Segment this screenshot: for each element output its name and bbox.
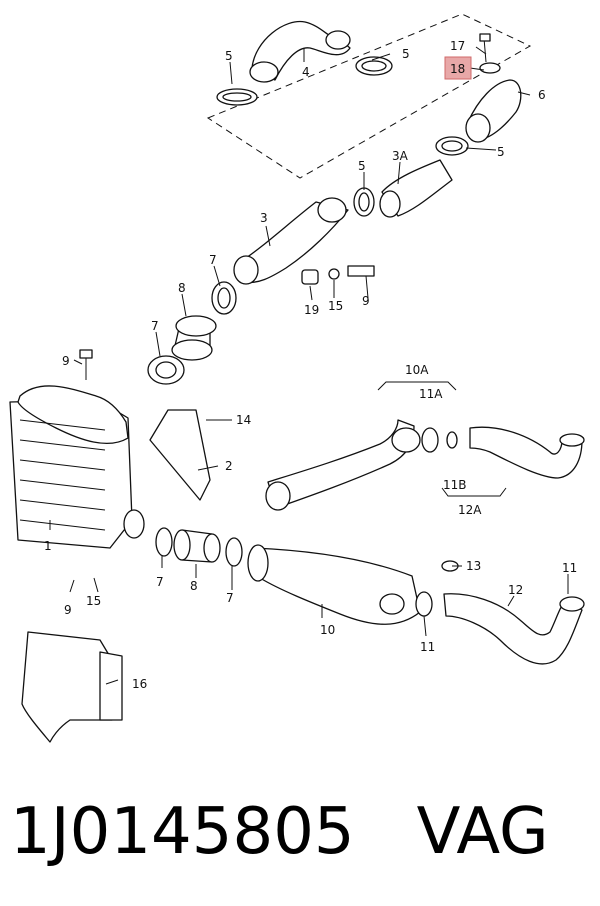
clamp-7-left bbox=[147, 355, 185, 385]
callout-4: 4 bbox=[302, 65, 310, 79]
clamp-5-upper-right bbox=[435, 136, 469, 156]
hose-part-12a bbox=[469, 426, 585, 479]
clamp-5-right bbox=[355, 56, 393, 76]
air-duct-part-16 bbox=[21, 631, 123, 743]
brand-label: VAG bbox=[416, 795, 549, 869]
callout-10a: 10A bbox=[405, 363, 429, 377]
callout-1: 1 bbox=[44, 539, 52, 553]
callout-11: 11 bbox=[420, 640, 435, 654]
bracket-10a bbox=[377, 381, 457, 391]
bracket-part-18 bbox=[479, 62, 501, 74]
callout-10: 10 bbox=[320, 623, 335, 637]
callout-17: 17 bbox=[450, 39, 465, 53]
callout-18: 18 bbox=[450, 62, 465, 76]
clamp-11-lower bbox=[415, 591, 433, 617]
leader-lines bbox=[49, 46, 569, 685]
bracket-part-2 bbox=[149, 409, 211, 501]
bracket-12a bbox=[441, 487, 507, 497]
pipe-part-10 bbox=[247, 544, 421, 625]
part-number: 1J0145805 bbox=[10, 795, 355, 869]
oring-11b bbox=[446, 431, 458, 449]
callout-5: 5 bbox=[225, 49, 233, 63]
callout-3: 3 bbox=[260, 211, 268, 225]
clamp-11a bbox=[421, 427, 439, 453]
callout-7: 7 bbox=[226, 591, 234, 605]
callout-5: 5 bbox=[358, 159, 366, 173]
pipe-part-6 bbox=[465, 79, 522, 143]
callout-3a: 3A bbox=[392, 149, 409, 163]
callout-9: 9 bbox=[64, 603, 72, 617]
callout-9: 9 bbox=[62, 354, 70, 368]
hose-part-3a bbox=[379, 159, 453, 218]
callout-12: 12 bbox=[508, 583, 523, 597]
clamp-7-lower-right bbox=[225, 537, 243, 567]
part-caption: 1J0145805 VAG bbox=[10, 782, 590, 882]
callout-15: 15 bbox=[86, 594, 101, 608]
callout-2: 2 bbox=[225, 459, 233, 473]
clamp-7-lower-left bbox=[155, 527, 173, 557]
callout-14: 14 bbox=[236, 413, 251, 427]
pipe-part-10a bbox=[265, 419, 421, 511]
hose-part-12 bbox=[443, 593, 585, 665]
clamp-5-left bbox=[216, 88, 258, 106]
bolt-part-17 bbox=[479, 33, 491, 63]
sleeve-part-8-lower bbox=[173, 529, 221, 563]
callout-15: 15 bbox=[328, 299, 343, 313]
clamp-7-upper bbox=[211, 281, 237, 315]
callout-8: 8 bbox=[178, 281, 186, 295]
callout-7: 7 bbox=[156, 575, 164, 589]
exploded-parts-diagram: 5 4 5 17 18 6 5 3A 5 3 7 8 7 9 19 15 9 1… bbox=[9, 13, 585, 743]
sleeve-part-8-upper bbox=[171, 315, 217, 361]
clamp-5-mid bbox=[353, 187, 375, 217]
callout-11: 11 bbox=[562, 561, 577, 575]
callout-16: 16 bbox=[132, 677, 147, 691]
bolt-part-9-upper bbox=[79, 349, 93, 380]
callout-5: 5 bbox=[497, 145, 505, 159]
callout-5: 5 bbox=[402, 47, 410, 61]
callout-19: 19 bbox=[304, 303, 319, 317]
callout-11b: 11B bbox=[443, 478, 467, 492]
callout-11a: 11A bbox=[419, 387, 443, 401]
callout-8: 8 bbox=[190, 579, 198, 593]
callout-12a: 12A bbox=[458, 503, 482, 517]
pipe-part-3 bbox=[233, 197, 349, 285]
callout-18-highlight bbox=[444, 56, 472, 80]
callout-6: 6 bbox=[538, 88, 546, 102]
callout-7: 7 bbox=[151, 319, 159, 333]
hose-part-4 bbox=[249, 20, 351, 83]
callout-7: 7 bbox=[209, 253, 217, 267]
sensor-parts-19-15-9 bbox=[301, 265, 375, 285]
detail-box-outline bbox=[206, 13, 532, 179]
callout-13: 13 bbox=[466, 559, 481, 573]
intercooler-part-1 bbox=[9, 385, 145, 549]
callout-9: 9 bbox=[362, 294, 370, 308]
